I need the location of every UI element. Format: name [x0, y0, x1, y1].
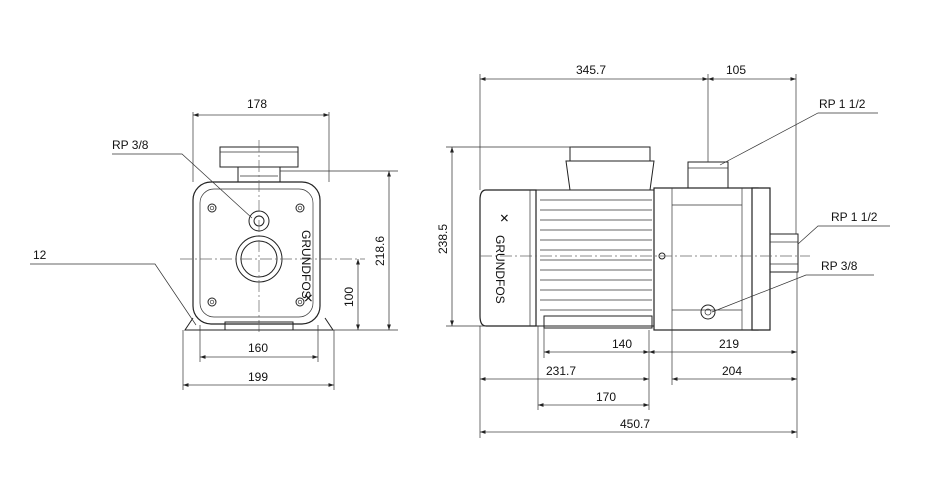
dim-345-label: 345.7	[576, 63, 606, 77]
side-drain-plug	[700, 304, 716, 320]
side-discharge-port	[769, 233, 799, 273]
front-view: GRUNDFOS ✕	[180, 140, 365, 335]
side-terminal-box	[569, 146, 651, 162]
dim-178-label: 178	[247, 97, 267, 111]
dim-170-label: 170	[596, 390, 616, 404]
front-brand-text: GRUNDFOS	[299, 230, 313, 299]
side-pump-head	[751, 187, 771, 331]
side-brand-logo-icon: ✕	[497, 213, 511, 223]
front-dimensions: 178 RP 3/8 12 218.6 100 160 199	[30, 97, 398, 390]
side-fan-cover	[479, 189, 537, 327]
dim-218-label: 218.6	[373, 236, 387, 266]
dim-105-label: 105	[726, 63, 746, 77]
dim-231-label: 231.7	[546, 364, 576, 378]
dim-140-label: 140	[612, 337, 632, 351]
front-bolts	[207, 203, 305, 307]
rp38-right-label: RP 3/8	[821, 259, 858, 273]
motor-fins	[540, 199, 652, 311]
dim-100-label: 100	[342, 287, 356, 307]
dim-12-label: 12	[33, 248, 47, 262]
front-brand-logo-icon: ✕	[301, 293, 315, 303]
rp112-top-label: RP 1 1/2	[819, 97, 866, 111]
dim-238-label: 238.5	[436, 224, 450, 254]
side-brand-text: GRUNDFOS	[493, 235, 507, 304]
dim-450-label: 450.7	[620, 417, 650, 431]
front-motor-face	[192, 181, 321, 325]
rp112-side-label: RP 1 1/2	[831, 210, 878, 224]
side-top-port	[687, 161, 729, 189]
dim-204-label: 204	[722, 364, 742, 378]
dim-160-label: 160	[248, 341, 268, 355]
side-view: GRUNDFOS ✕	[479, 146, 810, 331]
rp38-left-label: RP 3/8	[112, 138, 149, 152]
dim-219-label: 219	[719, 337, 739, 351]
side-motor-body	[535, 189, 655, 327]
side-pump-sleeve	[653, 187, 759, 331]
dim-199-label: 199	[248, 370, 268, 384]
side-dimensions: 238.5 345.7 105 RP 1 1/2 RP 1 1/2 RP 3/8…	[436, 63, 890, 438]
